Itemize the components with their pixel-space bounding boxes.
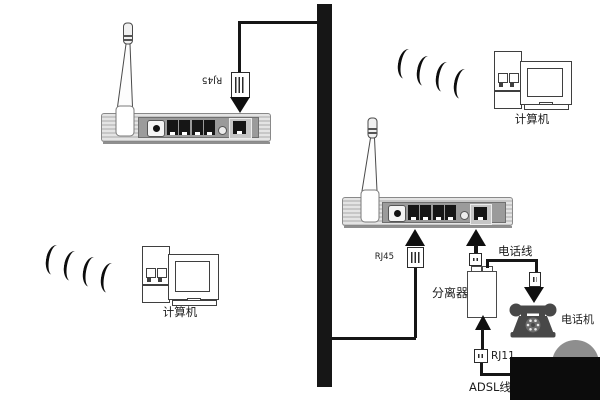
wireless-signal-icon <box>395 47 418 81</box>
left-rj45-label: RJ45 <box>201 74 223 85</box>
arrow-down-icon <box>524 287 544 303</box>
power-jack-icon <box>147 120 165 137</box>
drive-button <box>158 278 162 282</box>
phone-cable-horizontal <box>486 259 538 262</box>
wireless-signal-icon <box>61 249 84 283</box>
splitter-box-icon <box>467 271 497 318</box>
rj11-plug-icon <box>469 253 482 266</box>
drive-bay <box>146 268 156 278</box>
lan-port <box>420 205 431 220</box>
antenna-icon <box>360 117 380 223</box>
lan-port <box>408 205 419 220</box>
adsl-line-label: ADSL线 <box>469 380 511 394</box>
drive-bay <box>509 73 519 83</box>
plug-stripes <box>473 258 478 261</box>
plug-stripes <box>235 77 246 93</box>
drive-button <box>147 278 151 282</box>
rj45-plug-icon <box>231 72 250 98</box>
reset-button-icon <box>460 211 469 220</box>
telephone-label: 电话机 <box>561 313 594 326</box>
wireless-signal-icon <box>43 243 66 277</box>
wireless-signal-icon <box>80 255 103 289</box>
right-router-shadow <box>344 226 512 228</box>
rj45-plug-icon <box>407 247 424 268</box>
monitor-base <box>172 300 217 306</box>
right-rj45-label: RJ45 <box>374 252 394 262</box>
antenna-icon <box>115 22 135 137</box>
lan-cable-horizontal <box>332 337 416 340</box>
lan-port <box>445 205 456 220</box>
computer-tower-icon <box>494 51 522 109</box>
computer-tower-icon <box>142 246 170 303</box>
drive-bay <box>498 73 508 83</box>
left-cable-horizontal <box>239 21 318 24</box>
wireless-signal-icon <box>451 67 474 101</box>
right-computer-label: 计算机 <box>514 112 550 126</box>
adsl-cable-horizontal <box>480 373 511 376</box>
wan-cable-stub <box>474 245 478 254</box>
left-computer-label: 计算机 <box>162 305 198 319</box>
drive-button <box>499 83 503 87</box>
adsl-cable-stub <box>481 329 484 350</box>
monitor-base <box>524 104 569 110</box>
lan-cable-vertical <box>414 268 417 338</box>
lan-port <box>204 120 215 135</box>
lan-port <box>433 205 444 220</box>
plug-stripes <box>533 277 537 282</box>
plug-stripes <box>411 252 420 263</box>
wan-port <box>474 207 487 220</box>
arrow-up-icon <box>475 315 491 330</box>
wireless-signal-icon <box>414 54 437 88</box>
lan-port <box>167 120 178 135</box>
divider-bar <box>317 4 332 387</box>
black-overlay-box <box>510 357 600 400</box>
drive-button <box>510 83 514 87</box>
lan-port <box>179 120 190 135</box>
wireless-signal-icon <box>433 60 456 94</box>
rj11-plug-icon <box>529 272 541 287</box>
reset-button-icon <box>218 126 227 135</box>
tower-divider <box>495 90 521 92</box>
power-jack-icon <box>388 205 406 222</box>
rj11-plug-icon <box>474 349 488 363</box>
wireless-signal-icon <box>98 261 121 295</box>
tower-divider <box>143 284 169 286</box>
lan-port <box>192 120 203 135</box>
drive-bay <box>157 268 167 278</box>
left-cable-vertical <box>238 21 241 74</box>
arrow-up-icon <box>466 229 486 246</box>
phone-line-label: 电话线 <box>498 244 533 258</box>
plug-stripes <box>478 354 484 358</box>
monitor-screen <box>175 261 210 292</box>
splitter-label: 分离器 <box>431 286 468 300</box>
rj11-label: RJ11 <box>491 350 515 362</box>
telephone-icon <box>509 303 557 338</box>
wan-port <box>233 121 246 134</box>
monitor-icon <box>168 254 219 300</box>
monitor-icon <box>520 61 572 105</box>
left-router-shadow <box>103 142 270 144</box>
adsl-cable-vertical <box>480 363 483 375</box>
phone-cable-vertical <box>535 260 538 273</box>
arrow-down-icon <box>230 97 250 113</box>
monitor-screen <box>527 68 563 97</box>
arrow-up-icon <box>405 229 425 246</box>
phone-cable-riser <box>486 261 489 268</box>
